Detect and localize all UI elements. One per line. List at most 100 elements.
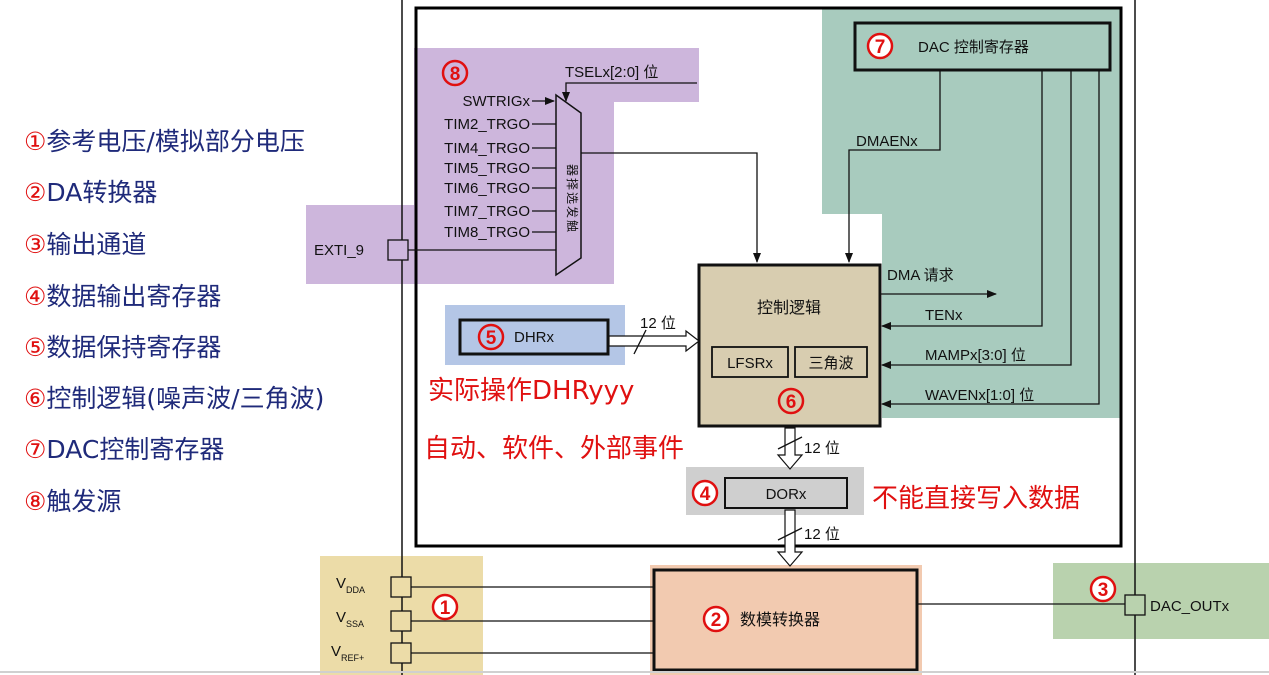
dma-request-label: DMA 请求 [887, 267, 954, 284]
dac-control-register [853, 21, 1112, 72]
vdda-sub: DDA [346, 585, 365, 595]
dor-annotation: 不能直接写入数据 [872, 484, 1081, 514]
vref-sub: REF+ [341, 653, 364, 663]
legend-num: ① [24, 127, 47, 156]
badge-4-number: 4 [700, 484, 711, 505]
badge-6 [777, 387, 805, 415]
trigger-label: TIM6_TRGO [444, 180, 530, 197]
dac-out-label: DAC_OUTx [1150, 598, 1230, 615]
logic-to-dor-slash [777, 436, 803, 450]
legend-text: 数据保持寄存器 [46, 333, 222, 362]
mux-char-5: 器 [565, 164, 579, 176]
trigger-label: TIM8_TRGO [444, 224, 530, 241]
ten-label: TENx [925, 307, 963, 324]
waven-label: WAVENx[1:0] 位 [925, 387, 1034, 404]
legend-num: ⑧ [24, 487, 47, 516]
badge-8 [441, 59, 469, 87]
dhr-bus-slash [633, 329, 647, 355]
legend-item-8: ⑧触发源 [24, 482, 121, 518]
tsel-label: TSELx[2:0] 位 [565, 64, 658, 81]
dhr-bits-label: 12 位 [640, 315, 676, 332]
vdda-main: V [336, 575, 346, 592]
trigger-label: SWTRIGx [463, 93, 531, 110]
ctrl-reg-region-lower [882, 214, 1120, 418]
dor-label: DORx [766, 486, 807, 503]
control-logic-block [697, 263, 882, 428]
dhr-label: DHRx [514, 329, 554, 346]
dac-converter [652, 568, 919, 672]
trigger-label: TIM4_TRGO [444, 140, 530, 157]
badge-6-number: 6 [786, 392, 797, 413]
badge-7 [868, 34, 892, 58]
vref-label: VREF+ [331, 643, 364, 663]
mux-char-3: 选 [565, 192, 579, 204]
dor-to-dac-bus [776, 509, 804, 567]
vref-main: V [331, 643, 341, 660]
logic-to-dor-bits: 12 位 [804, 440, 840, 457]
tsel-line [562, 82, 697, 102]
exti-pin [387, 239, 409, 261]
dhr-bus-arrow [608, 329, 700, 353]
legend-text: DAC控制寄存器 [46, 435, 225, 464]
dac-out-pin [1124, 594, 1146, 616]
badge-5-number: 5 [486, 328, 497, 349]
trigger-label: TIM5_TRGO [444, 160, 530, 177]
badge-3-number: 3 [1098, 580, 1109, 601]
legend-item-1: ①参考电压/模拟部分电压 [24, 122, 305, 158]
dac-control-register-label: DAC 控制寄存器 [918, 38, 1029, 56]
dac-converter-label: 数模转换器 [740, 611, 820, 629]
badge-7-ring [866, 32, 894, 60]
legend-num: ⑤ [24, 333, 47, 362]
legend-item-3: ③输出通道 [24, 225, 146, 261]
mamp-label: MAMPx[3:0] 位 [925, 347, 1026, 364]
vssa-main: V [336, 609, 346, 626]
dhr-annotation: 实际操作DHRyyy [428, 376, 635, 406]
vref-pin [390, 642, 412, 664]
dmaen-label: DMAENx [856, 133, 918, 150]
dac-frame [414, 6, 1123, 548]
vdda-pin [390, 576, 412, 598]
badge-7-number: 7 [875, 37, 886, 58]
dac-out-region [1053, 563, 1269, 639]
lfsr-label: LFSRx [727, 355, 773, 372]
waven-line [881, 70, 1100, 408]
badge-1 [431, 593, 459, 621]
trigger-label: TIM7_TRGO [444, 203, 530, 220]
badge-5 [477, 323, 505, 351]
legend-item-7: ⑦DAC控制寄存器 [24, 430, 224, 466]
dor-to-dac-bits: 12 位 [804, 526, 840, 543]
triangle-block [794, 346, 868, 378]
vssa-pin [390, 610, 412, 632]
legend-item-6: ⑥控制逻辑(噪声波/三角波) [24, 379, 324, 415]
trigger-label: TIM2_TRGO [444, 116, 530, 133]
vssa-sub: SSA [346, 619, 364, 629]
ten-line [881, 70, 1043, 330]
legend-text: 触发源 [46, 487, 122, 516]
legend-num: ⑥ [24, 384, 47, 413]
legend-text: DA转换器 [46, 178, 158, 207]
legend-item-5: ⑤数据保持寄存器 [24, 328, 221, 364]
badge-2-number: 2 [711, 610, 722, 631]
mux-char-2: 发 [565, 206, 580, 218]
legend-text: 参考电压/模拟部分电压 [46, 127, 305, 156]
trigger-selector-mux [555, 93, 582, 277]
dmaen-line [845, 70, 941, 263]
vdda-label: VDDA [336, 575, 365, 595]
badge-2 [702, 605, 730, 633]
dor-to-dac-slash [777, 527, 803, 541]
mux-char-1: 触 [565, 220, 579, 232]
badge-8-number: 8 [450, 64, 461, 85]
legend-text: 数据输出寄存器 [46, 282, 222, 311]
legend-item-4: ④数据输出寄存器 [24, 277, 221, 313]
mamp-line [881, 70, 1072, 369]
vssa-label: VSSA [336, 609, 364, 629]
legend-text: 输出通道 [46, 230, 147, 259]
badge-1-number: 1 [440, 598, 451, 619]
legend-num: ⑦ [24, 435, 47, 464]
exti-label: EXTI_9 [314, 242, 364, 259]
badge-4 [691, 479, 719, 507]
legend-num: ④ [24, 282, 47, 311]
dor-register [724, 477, 848, 509]
legend-item-2: ②DA转换器 [24, 173, 157, 209]
